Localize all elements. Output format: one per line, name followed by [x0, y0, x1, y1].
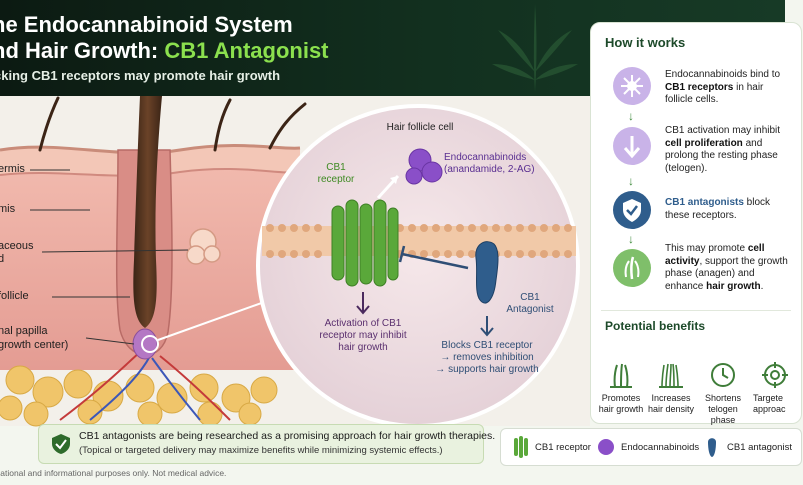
cell-membrane: [262, 224, 576, 258]
cb1-antagonist-label-line1: CB1: [520, 292, 540, 303]
epidermis-edge: [0, 143, 301, 155]
page-title-line2: nd Hair Growth: CB1 Antagonist: [0, 38, 329, 64]
hair-growth-icon: [613, 249, 651, 287]
blocks-line2: → removes inhibition: [440, 352, 534, 363]
cb1-antagonist-shape: [475, 241, 499, 304]
step-arrow-3: ↓: [628, 232, 634, 246]
benefit-4-line1: Targete: [753, 393, 784, 403]
step-3-text: CB1 antagonists block these receptors.: [665, 197, 771, 221]
blocks-line3: → supports hair growth: [435, 364, 539, 375]
endocannabinoids-label: Endocannabinoids (anandamide, 2-AG): [444, 152, 554, 176]
blocking-effect-text: Blocks CB1 receptor → removes inhibition…: [430, 340, 544, 376]
benefit-2-line2: hair density: [647, 404, 695, 414]
cb1-receptor-shape: [331, 199, 399, 287]
cannabis-leaf-icon: [492, 4, 578, 92]
down-arrow-icon: [613, 127, 651, 165]
cb1-receptor-label: CB1 receptor: [316, 162, 356, 186]
effect-arrows: [356, 292, 370, 315]
benefit-2-line1: Increases: [651, 393, 691, 403]
target-icon: [762, 362, 788, 388]
cb1-antagonist-label: CB1 Antagonist: [500, 292, 560, 316]
activation-line2: receptor may inhibit: [319, 330, 407, 341]
step-2-text: CB1 activation may inhibit cell prolifer…: [665, 125, 781, 174]
endocannabinoids-label-line2: (anandamide, 2-AG): [444, 164, 535, 175]
shield-check-icon: [613, 191, 651, 229]
step-arrow-1: ↓: [628, 109, 634, 123]
dermal-papilla: [132, 328, 158, 360]
fat-layer: [0, 365, 278, 427]
label-papilla-line2: growth center): [0, 339, 69, 351]
legend-receptor: CB1 receptor: [535, 442, 591, 453]
banner-sub-text: (Topical or targeted delivery may maximi…: [79, 445, 443, 456]
label-epidermis: ermis: [0, 163, 25, 175]
panel-divider: [601, 310, 791, 311]
benefit-1-line1: Promotes: [601, 393, 641, 403]
title-accent: CB1 Antagonist: [164, 38, 329, 63]
hair-strands-icon: [610, 363, 632, 388]
cb1-antagonist-label-line2: Antagonist: [506, 304, 554, 315]
benefit-1-line2: hair growth: [598, 404, 644, 414]
background-hairs: [38, 96, 307, 152]
activation-line3: hair growth: [338, 342, 388, 353]
hair-shaft: [133, 96, 162, 328]
how-it-works-panel: How it works Endocannabinoids bind to CB…: [590, 22, 803, 426]
cb1-receptor-label-line2: receptor: [317, 174, 355, 185]
zoom-connector: [141, 299, 271, 353]
title-prefix: nd Hair Growth:: [0, 38, 165, 63]
clock-icon: [711, 363, 735, 387]
blood-vessels: [59, 351, 231, 421]
page-title-line1: he Endocannabinoid System: [0, 12, 293, 37]
benefit-4-line2: approac: [753, 404, 786, 414]
research-banner: CB1 antagonists are being researched as …: [38, 424, 495, 464]
endocannabinoid-molecules: [405, 148, 443, 185]
disclaimer-text: cational and informational purposes only…: [0, 468, 227, 478]
label-follicle: follicle: [0, 290, 29, 302]
label-papilla-line1: nal papilla: [0, 325, 48, 337]
benefit-3-line1: Shortens: [704, 393, 742, 403]
endocannabinoids-label-line1: Endocannabinoids: [444, 152, 527, 163]
label-sebaceous-line2: d: [0, 253, 5, 265]
how-it-works-title: How it works: [605, 35, 686, 50]
legend-endocannabinoids: Endocannabinoids: [621, 442, 700, 453]
legend: CB1 receptor Endocannabinoids CB1 antago…: [500, 428, 802, 466]
benefit-3-line2: telogen phase: [708, 404, 738, 425]
label-dermis: mis: [0, 203, 16, 215]
shield-check-icon: [52, 434, 70, 454]
benefits-title: Potential benefits: [605, 319, 706, 333]
skin-illustration: [0, 96, 590, 428]
step-arrow-2: ↓: [628, 174, 634, 188]
banner-main-text: CB1 antagonists are being researched as …: [79, 430, 496, 442]
blocks-line1: Blocks CB1 receptor: [441, 340, 533, 351]
step-1-text: Endocannabinoids bind to CB1 receptors i…: [665, 69, 781, 105]
label-pointers: [30, 169, 189, 345]
activation-line1: Activation of CB1: [324, 318, 402, 329]
cb1-antagonist-legend-icon: [708, 438, 716, 457]
density-icon: [659, 363, 683, 388]
molecule-icon: [613, 67, 651, 105]
cb1-receptor-legend-icon: [514, 436, 528, 458]
sebaceous-gland: [186, 228, 221, 265]
endocannabinoid-legend-icon: [598, 439, 614, 455]
page-subtitle: cking CB1 receptors may promote hair gro…: [0, 68, 281, 83]
cell-title: Hair follicle cell: [386, 122, 454, 133]
step-4-text: This may promote cell activity, support …: [665, 243, 788, 292]
label-sebaceous-line1: aceous: [0, 240, 34, 252]
inhibition-marker: [398, 245, 469, 270]
activation-effect-text: Activation of CB1 receptor may inhibit h…: [306, 318, 420, 354]
cb1-receptor-label-line1: CB1: [326, 162, 346, 173]
legend-antagonist: CB1 antagonist: [727, 442, 792, 453]
